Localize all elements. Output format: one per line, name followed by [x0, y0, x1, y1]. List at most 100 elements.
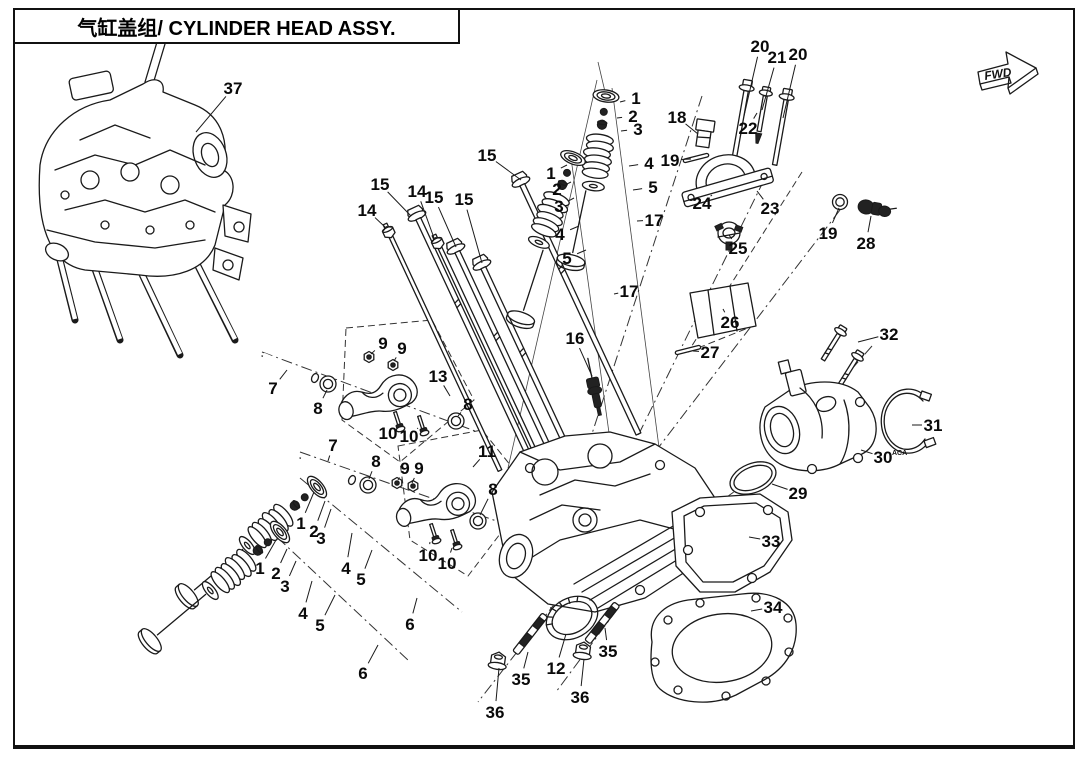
callout-33: 33	[762, 532, 781, 551]
callout-10: 10	[419, 546, 438, 565]
leader-line	[412, 597, 418, 614]
callout-1: 1	[546, 164, 555, 183]
callout-1: 1	[631, 89, 640, 108]
leader-line	[195, 96, 227, 133]
leader-line	[857, 336, 879, 343]
callout-19: 19	[661, 151, 680, 170]
callout-8: 8	[463, 395, 472, 414]
callout-4: 4	[644, 154, 654, 173]
leader-line	[367, 644, 379, 664]
leader-line	[466, 209, 483, 264]
leader-line	[616, 116, 623, 119]
leader-line	[576, 249, 587, 255]
leader-line	[761, 67, 775, 111]
leader-line	[628, 164, 639, 167]
callout-6: 6	[358, 664, 367, 683]
callout-4: 4	[298, 604, 308, 623]
leader-line	[568, 197, 575, 202]
callout-9: 9	[414, 459, 423, 478]
part-23-thermostat-cover	[681, 154, 774, 208]
callout-4: 4	[555, 225, 565, 244]
callout-3: 3	[280, 577, 289, 596]
callout-2: 2	[628, 107, 637, 126]
callout-23: 23	[761, 199, 780, 218]
leader-line	[569, 225, 580, 231]
leader-line	[279, 369, 288, 380]
callout-8: 8	[313, 399, 322, 418]
leader-line	[411, 477, 415, 484]
leader-line	[370, 350, 376, 355]
leader-line	[580, 658, 585, 687]
callout-20: 20	[751, 37, 770, 56]
leader-line	[472, 458, 481, 468]
leader-line	[566, 181, 572, 185]
callout-6: 6	[405, 615, 414, 634]
leader-line	[495, 161, 522, 181]
part-16-spark-plug	[586, 357, 603, 417]
page-title: 气缸盖组/ CYLINDER HEAD ASSY.	[77, 17, 396, 40]
callout-9: 9	[400, 459, 409, 478]
leader-line	[685, 123, 699, 135]
fwd-arrow: FWD	[977, 51, 1039, 95]
callout-4: 4	[341, 559, 351, 578]
callout-18: 18	[668, 108, 687, 127]
leader-line	[613, 292, 619, 295]
callout-2: 2	[271, 564, 280, 583]
part-30-intake-adapter	[759, 359, 877, 475]
callout-19: 19	[819, 224, 838, 243]
leader-line	[728, 234, 733, 240]
callout-21: 21	[768, 48, 787, 67]
leader-line	[347, 532, 353, 558]
leader-line	[831, 207, 840, 224]
leader-line	[364, 549, 373, 569]
callout-22: 22	[739, 119, 758, 138]
callout-26: 26	[721, 313, 740, 332]
callout-10: 10	[400, 427, 419, 446]
part-19-washer	[831, 193, 849, 211]
callout-13: 13	[429, 367, 448, 386]
leader-line	[620, 129, 628, 132]
callout-17: 17	[620, 282, 639, 301]
callout-12: 12	[547, 659, 566, 678]
callout-14: 14	[408, 182, 427, 201]
part-31-clamp: ACA	[880, 388, 937, 457]
leader-line	[305, 580, 313, 603]
leader-line	[288, 560, 297, 577]
callout-31: 31	[924, 416, 943, 435]
callout-15: 15	[455, 190, 474, 209]
callout-5: 5	[356, 570, 365, 589]
callout-3: 3	[554, 197, 563, 216]
callout-35: 35	[512, 670, 531, 689]
leader-line	[393, 357, 397, 362]
part-25-thermostat	[714, 221, 744, 251]
callout-17: 17	[645, 211, 664, 230]
callout-29: 29	[789, 484, 808, 503]
callout-8: 8	[488, 480, 497, 499]
leader-line	[324, 508, 332, 528]
part-12-seal-ring	[545, 595, 599, 641]
leader-line	[867, 215, 872, 233]
callout-20: 20	[789, 45, 808, 64]
callout-25: 25	[729, 239, 748, 258]
part-18-plug-bolt	[695, 118, 716, 149]
fwd-label: FWD	[983, 65, 1013, 83]
leader-line	[860, 449, 873, 455]
callout-24: 24	[693, 194, 712, 213]
leader-line	[322, 389, 328, 399]
leader-line	[782, 64, 796, 119]
leader-line	[495, 667, 500, 702]
part-21-bolt	[755, 85, 773, 144]
leader-line	[327, 455, 331, 462]
callout-1: 1	[296, 514, 305, 533]
callout-3: 3	[633, 120, 642, 139]
page-border	[13, 8, 1075, 749]
leader-line	[397, 477, 400, 481]
callout-9: 9	[397, 339, 406, 358]
callout-32: 32	[880, 325, 899, 344]
callout-16: 16	[566, 329, 585, 348]
rocker-group-13-boundary	[341, 319, 475, 463]
part-7-rocker-shaft	[261, 352, 357, 486]
callout-2: 2	[552, 180, 561, 199]
